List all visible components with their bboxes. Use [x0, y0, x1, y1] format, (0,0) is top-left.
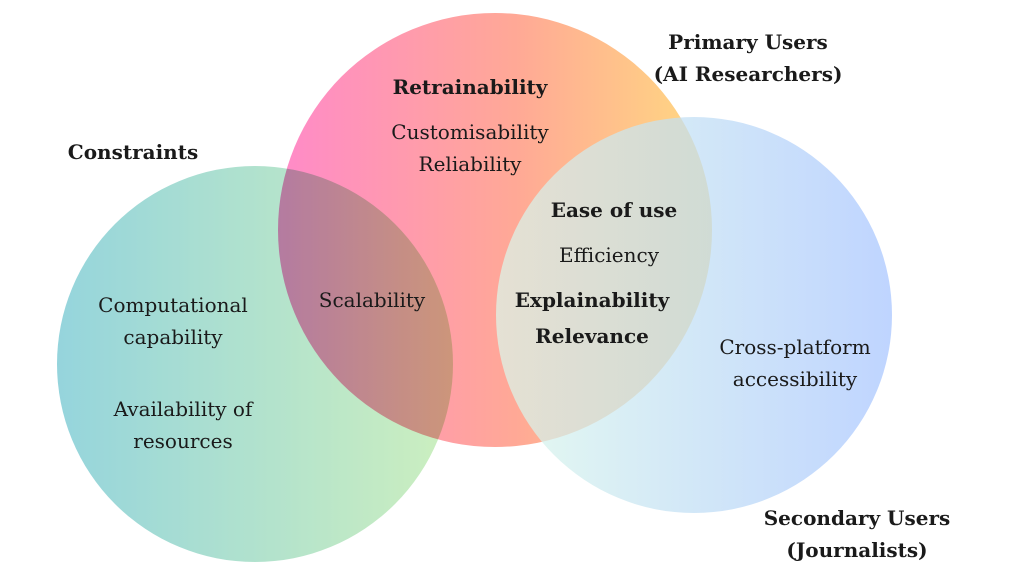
item-retrainability: Retrainability — [392, 75, 548, 99]
item-scalability: Scalability — [318, 288, 426, 312]
primary-users-title-line2: (AI Researchers) — [653, 62, 843, 86]
item-capability: capability — [123, 325, 223, 349]
secondary-users-circle — [496, 117, 892, 513]
item-reliability: Reliability — [418, 152, 522, 176]
item-resources: resources — [133, 429, 233, 453]
item-efficiency: Efficiency — [558, 243, 660, 267]
item-cross-platform: Cross-platform — [719, 335, 871, 359]
item-computational: Computational — [98, 293, 248, 317]
secondary-users-title-line2: (Journalists) — [786, 538, 928, 562]
item-accessibility: accessibility — [732, 367, 858, 391]
constraints-title: Constraints — [67, 140, 199, 164]
item-explainability: Explainability — [514, 288, 670, 312]
constraints-circle — [57, 166, 453, 562]
primary-users-title-line1: Primary Users — [668, 30, 828, 54]
item-availability-of: Availability of — [113, 397, 253, 421]
secondary-users-title-line1: Secondary Users — [763, 506, 951, 530]
item-relevance: Relevance — [535, 324, 649, 348]
item-ease-of-use: Ease of use — [550, 198, 678, 222]
item-customisability: Customisability — [391, 120, 549, 144]
